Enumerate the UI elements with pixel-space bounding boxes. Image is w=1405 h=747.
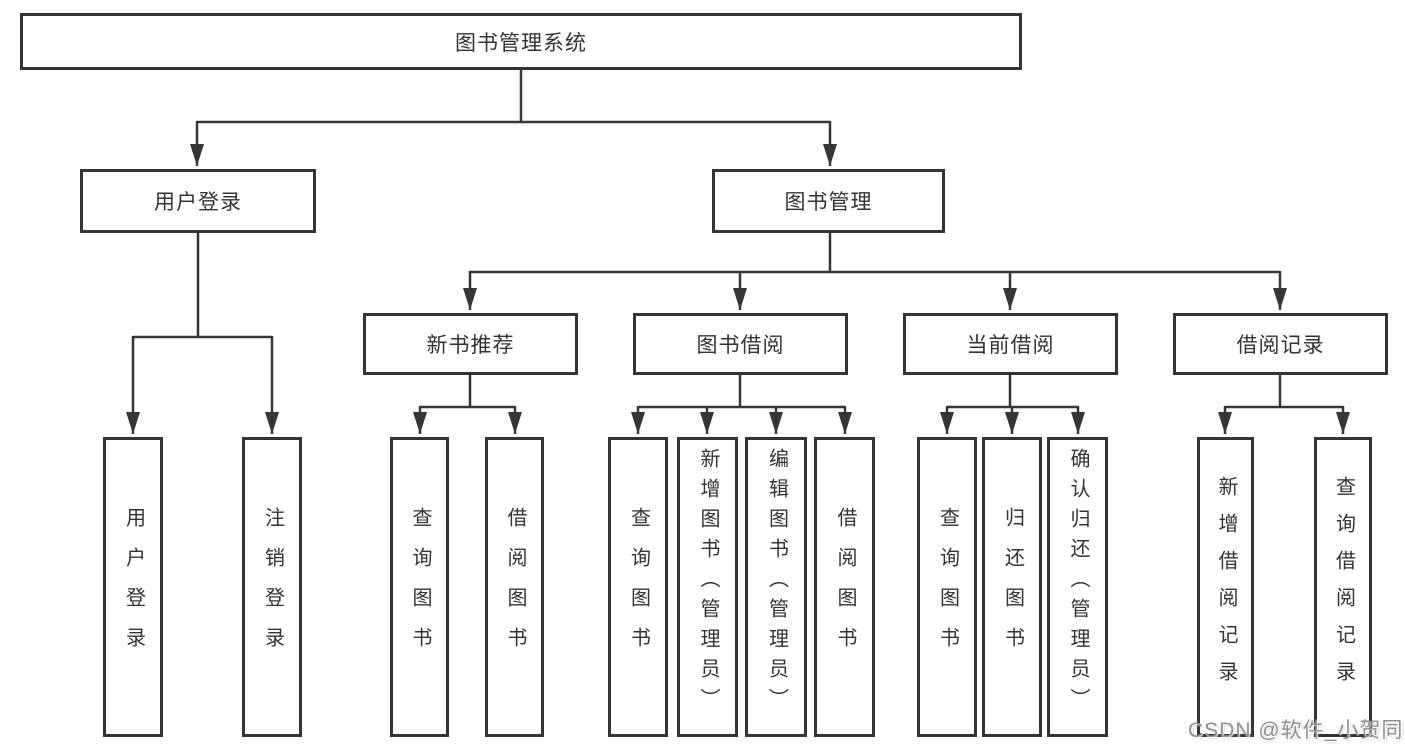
leaf-label: 归还图书 [1001, 507, 1024, 667]
leaf-borrow-books-recommend: 借阅图书 [485, 437, 544, 737]
leaf-user-login: 用户登录 [103, 437, 163, 737]
node-new-book-recommend: 新书推荐 [363, 313, 578, 375]
leaf-add-books-admin: 新增图书（管理员） [677, 437, 738, 737]
leaf-label: 新增图书（管理员） [697, 448, 719, 718]
leaf-confirm-return-admin: 确认归还（管理员） [1047, 437, 1108, 737]
node-book-management: 图书管理 [712, 169, 945, 233]
leaf-label: 查询图书 [409, 507, 431, 667]
node-book-borrow: 图书借阅 [633, 313, 848, 375]
node-current-borrow: 当前借阅 [903, 313, 1118, 375]
leaf-borrow-books: 借阅图书 [814, 437, 875, 737]
connector-arrows [126, 121, 1350, 434]
leaf-label: 确认归还（管理员） [1067, 448, 1089, 718]
leaf-label: 编辑图书（管理员） [765, 448, 788, 718]
node-borrow-records: 借阅记录 [1173, 313, 1388, 375]
node-library-system: 图书管理系统 [20, 13, 1022, 70]
connector-trunks [133, 70, 1343, 409]
leaf-query-books-current: 查询图书 [917, 437, 977, 737]
leaf-label: 用户登录 [122, 507, 145, 667]
leaf-label: 借阅图书 [504, 507, 526, 667]
node-user-login: 用户登录 [80, 169, 316, 233]
leaf-label: 查询图书 [627, 507, 650, 667]
csdn-watermark: CSDN @软件_小贺同学 [1188, 719, 1405, 742]
leaf-label: 查询图书 [936, 507, 959, 667]
leaf-return-books: 归还图书 [982, 437, 1042, 737]
leaf-edit-books-admin: 编辑图书（管理员） [745, 437, 807, 737]
leaf-label: 借阅图书 [834, 507, 856, 667]
leaf-add-borrow-record: 新增借阅记录 [1197, 437, 1254, 737]
leaf-query-books-borrow: 查询图书 [608, 437, 668, 737]
leaf-label: 注销登录 [261, 507, 284, 667]
leaf-label: 查询借阅记录 [1332, 476, 1355, 698]
leaf-query-borrow-record: 查询借阅记录 [1314, 437, 1372, 737]
leaf-logout: 注销登录 [242, 437, 302, 737]
leaf-label: 新增借阅记录 [1215, 476, 1237, 698]
leaf-query-books-recommend: 查询图书 [390, 437, 449, 737]
